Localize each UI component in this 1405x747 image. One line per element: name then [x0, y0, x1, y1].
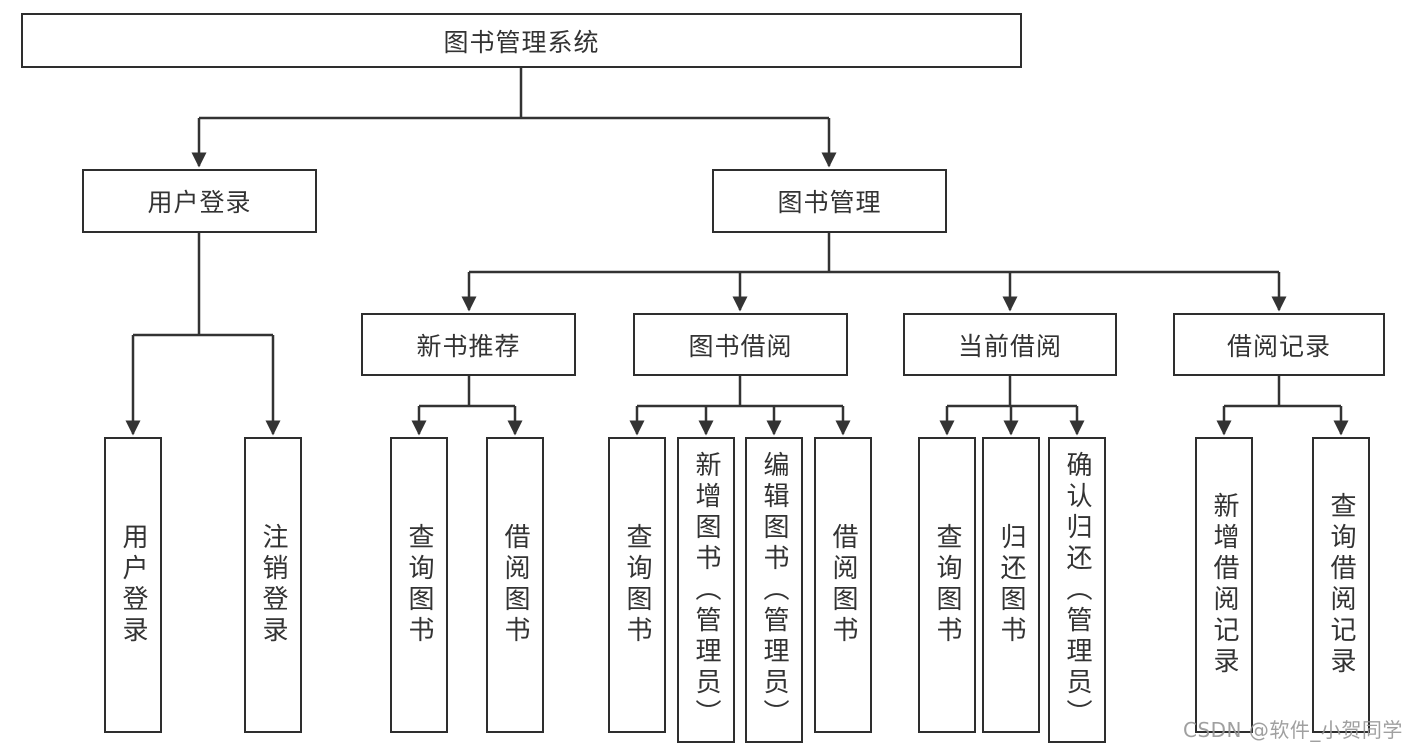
leaf-label: 编辑图书（管理员） — [759, 450, 789, 730]
leaf-user-login: 用户登录 — [104, 437, 162, 733]
leaf-add-borrow-record: 新增借阅记录 — [1195, 437, 1253, 733]
node-user-login: 用户登录 — [82, 169, 317, 233]
node-current-borrowing: 当前借阅 — [903, 313, 1117, 376]
node-library-management-system: 图书管理系统 — [21, 13, 1022, 68]
node-book-borrowing: 图书借阅 — [633, 313, 848, 376]
leaf-label: 用户登录 — [118, 523, 148, 647]
leaf-query-books-recommend: 查询图书 — [390, 437, 448, 733]
node-book-management: 图书管理 — [712, 169, 947, 233]
leaf-borrow-books-borrowing: 借阅图书 — [814, 437, 872, 733]
leaf-label: 新增图书（管理员） — [691, 450, 721, 730]
leaf-query-borrow-record: 查询借阅记录 — [1312, 437, 1370, 733]
node-new-book-recommendation: 新书推荐 — [361, 313, 576, 376]
csdn-watermark: CSDN @软件_小贺同学 — [1183, 718, 1403, 742]
leaf-confirm-return-admin: 确认归还（管理员） — [1048, 437, 1106, 743]
leaf-label: 借阅图书 — [500, 523, 530, 647]
leaf-query-books-borrowing: 查询图书 — [608, 437, 666, 733]
leaf-return-books: 归还图书 — [982, 437, 1040, 733]
node-borrowing-records: 借阅记录 — [1173, 313, 1385, 376]
leaf-label: 查询图书 — [404, 523, 434, 647]
leaf-label: 新增借阅记录 — [1209, 492, 1239, 678]
leaf-logout: 注销登录 — [244, 437, 302, 733]
leaf-label: 查询图书 — [932, 523, 962, 647]
leaf-query-books-current: 查询图书 — [918, 437, 976, 733]
leaf-label: 查询图书 — [622, 523, 652, 647]
leaf-label: 查询借阅记录 — [1326, 492, 1356, 678]
leaf-label: 归还图书 — [996, 523, 1026, 647]
leaf-edit-book-admin: 编辑图书（管理员） — [745, 437, 803, 743]
leaf-borrow-books-recommend: 借阅图书 — [486, 437, 544, 733]
leaf-add-book-admin: 新增图书（管理员） — [677, 437, 735, 743]
leaf-label: 借阅图书 — [828, 523, 858, 647]
leaf-label: 确认归还（管理员） — [1062, 450, 1092, 730]
leaf-label: 注销登录 — [258, 523, 288, 647]
